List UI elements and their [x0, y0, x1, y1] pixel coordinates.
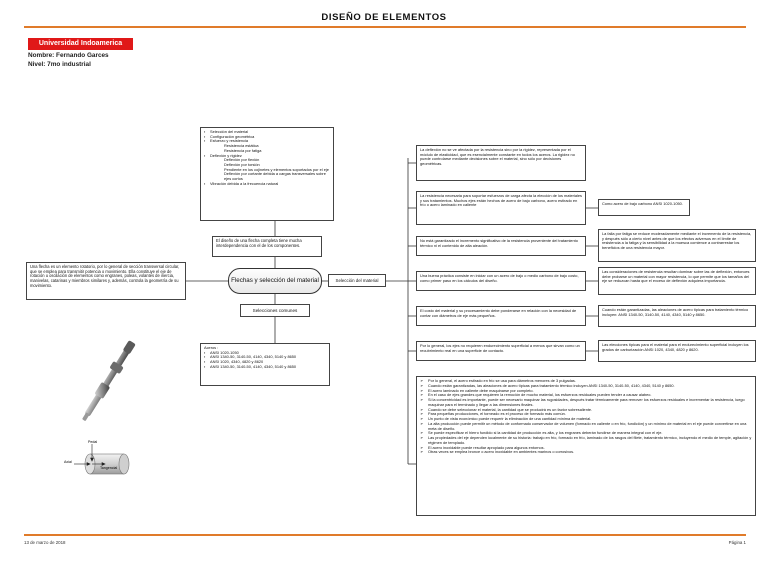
checklist-item: Selección del material	[204, 129, 330, 135]
checklist-item: Resistencia por fatiga	[224, 147, 262, 153]
interdependence-note: El diseño de una flecha completa tiene m…	[212, 236, 322, 257]
steels-box: Aceros : ANSI 1020-1050ANSI 1340-50, 314…	[200, 343, 330, 386]
shaft-image	[82, 340, 136, 421]
steels-heading: Aceros :	[204, 345, 219, 350]
checklist-item: Resistencia estática	[224, 143, 259, 149]
manufacturing-note-item: La alta producción puede permitir un mét…	[420, 422, 752, 432]
far-right-note-alloys: Cuando están garantizadas, las aleacione…	[598, 305, 756, 327]
right-note-deflection: La deflexión no se ve afectada por la re…	[416, 145, 586, 181]
student-level: Nivel: 7mo industrial	[28, 61, 91, 68]
manufacturing-note-item: Cuando se debe seleccionar el material, …	[420, 408, 752, 413]
checklist-item: Vibración debida a la frecuencia natural	[204, 181, 330, 187]
university-banner: Universidad Indoamerica	[28, 38, 133, 50]
manufacturing-note-item: El acero laminado en caliente debe maqui…	[420, 389, 752, 394]
manufacturing-note-item: Las propiedades del eje dependen localme…	[420, 436, 752, 446]
checklist-item: Deflexión por flexión	[224, 157, 260, 163]
far-right-note-low-carbon: Como acero de bajo carbono ANSI 1020-105…	[598, 199, 690, 216]
force-label-tangential: Tangencial	[100, 466, 117, 470]
central-node: Flechas y selección del material	[228, 268, 322, 294]
footer-rule	[24, 534, 746, 536]
far-right-note-deflection: Las consideraciones de resistencia resul…	[598, 267, 756, 295]
manufacturing-note-item: Por lo general, el acero estirado en frí…	[420, 379, 752, 384]
checklist-item: Configuración geométrica	[204, 134, 330, 140]
manufacturing-note-item: Se puede especificar el hierro fundido s…	[420, 431, 752, 436]
design-checklist: Selección del materialConfiguración geom…	[200, 127, 334, 221]
checklist-item: Esfuerzo y resistencia	[204, 139, 330, 144]
right-note-surface-hardening: Por lo general, los ejes no requieren en…	[416, 341, 586, 361]
right-note-strength: La resistencia necesaria para soportar e…	[416, 191, 586, 225]
steel-item: ANSI 1020-1050	[204, 350, 326, 356]
checklist-item: Pendiente en los cojinetes y elementos s…	[224, 166, 329, 172]
force-diagram: Pedal Axial Tangencial	[64, 440, 130, 475]
manufacturing-note-item: Cuando están garantizadas, las aleacione…	[420, 384, 752, 389]
footer-page: Página 1	[728, 540, 746, 545]
steel-item: ANSI 1340-50, 3140-50, 4140, 4340, 5140 …	[204, 355, 326, 360]
manufacturing-note-item: El acero inoxidable puede resultar aprop…	[420, 446, 752, 451]
right-note-low-carbon: Una buena práctica consiste en iniciar c…	[416, 271, 586, 291]
manufacturing-notes: Por lo general, el acero estirado en frí…	[416, 376, 756, 516]
far-right-note-carburizing: Las elecciones típicas para el material …	[598, 340, 756, 362]
force-label-axial: Axial	[64, 460, 72, 464]
force-label-top: Pedal	[88, 440, 97, 444]
checklist-item: Deflexión por cortante debida a cargas t…	[224, 171, 326, 182]
material-selection-node: Selección del material	[328, 274, 386, 287]
right-note-cost: El costo del material y su procesamiento…	[416, 306, 586, 326]
steel-item: ANSI 1020, 4340, 4820 y 8620	[204, 359, 326, 365]
manufacturing-note-item: En el caso de ejes grandes que requieren…	[420, 393, 752, 398]
manufacturing-note-item: Para pequeñas producciones, el torneado …	[420, 412, 752, 417]
footer-date: 13 de marzo de 2018	[24, 540, 66, 545]
right-note-heat-treatment: No está garantizado el incremento signif…	[416, 236, 586, 256]
manufacturing-note-item: Otras veces se emplea bronce o acero ino…	[420, 450, 752, 455]
manufacturing-note-item: Si la concentricidad es importante, pued…	[420, 398, 752, 408]
shaft-definition-note: Una flecha es un elemento rotatorio, por…	[26, 262, 186, 300]
checklist-item: Deflexión y rigidez	[204, 153, 330, 159]
header-rule	[24, 26, 746, 28]
common-selections-node: Selecciones comunes	[240, 304, 310, 317]
far-right-note-fatigue: La falla por fatiga se reduce moderadame…	[598, 229, 756, 262]
page-title: DISEÑO DE ELEMENTOS	[321, 12, 447, 23]
steel-item: ANSI 1340-50, 3140-50, 4140, 4340, 5140 …	[204, 364, 326, 370]
manufacturing-note-item: Un punto de vista económico puede requer…	[420, 417, 752, 422]
checklist-item: Deflexión por torsión	[224, 161, 260, 167]
student-name: Nombre: Fernando Garces	[28, 52, 109, 59]
